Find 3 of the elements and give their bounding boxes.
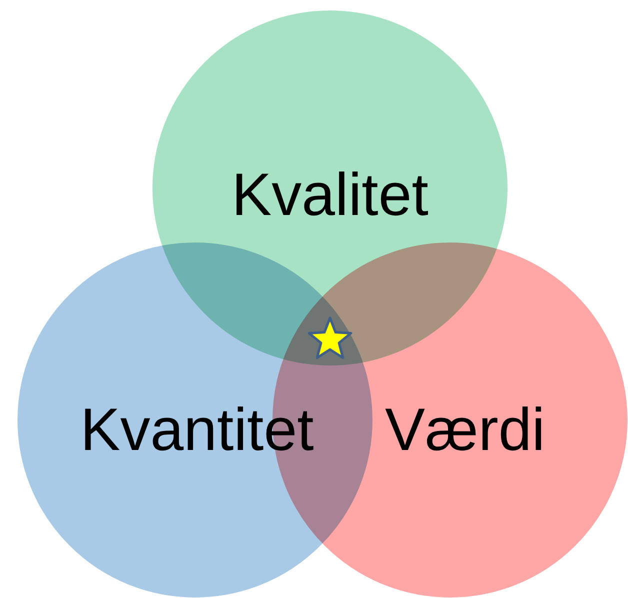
circle-label: Kvantitet [80, 400, 314, 460]
circle-label: Kvalitet [232, 165, 428, 225]
circle-label: Værdi [384, 400, 546, 460]
